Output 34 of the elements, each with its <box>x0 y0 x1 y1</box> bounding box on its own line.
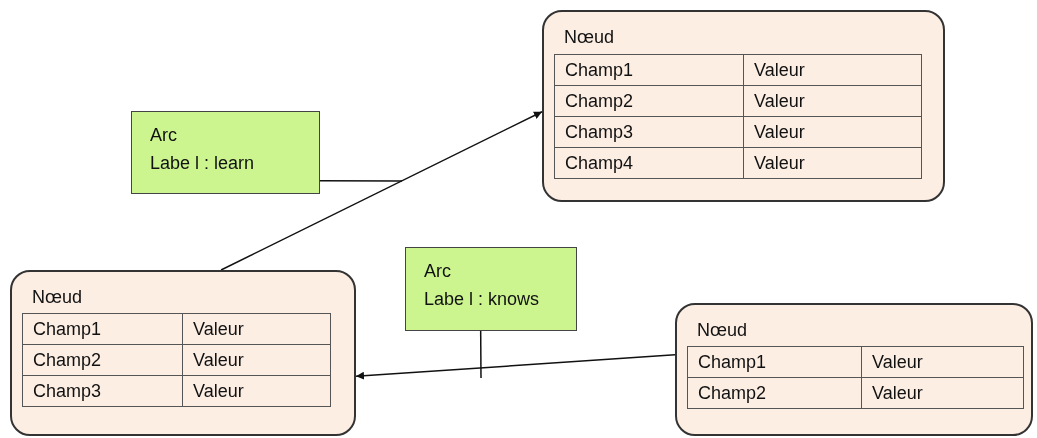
arc-label-box <box>405 247 577 331</box>
field-value: Valeur <box>743 54 922 86</box>
field-value: Valeur <box>182 375 331 407</box>
arc-label: Labe l : learn <box>150 152 255 174</box>
field-value: Valeur <box>861 377 1024 409</box>
field-name: Champ4 <box>554 147 744 179</box>
node-title: Nœud <box>697 319 747 341</box>
node-title: Nœud <box>32 286 82 308</box>
arrow <box>220 111 543 271</box>
node-card <box>10 270 356 436</box>
field-name: Champ1 <box>687 346 862 378</box>
field-value: Valeur <box>743 147 922 179</box>
field-name: Champ2 <box>687 377 862 409</box>
node-title: Nœud <box>564 26 614 48</box>
field-name: Champ3 <box>554 116 744 148</box>
arc-title: Arc <box>150 124 177 146</box>
arrow <box>355 354 676 380</box>
field-name: Champ2 <box>554 85 744 117</box>
field-value: Valeur <box>743 116 922 148</box>
node-card <box>675 303 1033 436</box>
leader-line <box>479 330 482 379</box>
field-value: Valeur <box>182 344 331 376</box>
field-name: Champ1 <box>22 313 183 345</box>
leader-line <box>319 179 403 182</box>
arc-title: Arc <box>424 260 451 282</box>
arc-label: Labe l : knows <box>424 288 540 310</box>
field-value: Valeur <box>182 313 331 345</box>
field-name: Champ2 <box>22 344 183 376</box>
field-name: Champ3 <box>22 375 183 407</box>
node-card <box>542 10 945 202</box>
field-value: Valeur <box>861 346 1024 378</box>
arc-label-box <box>131 111 320 194</box>
field-name: Champ1 <box>554 54 744 86</box>
field-value: Valeur <box>743 85 922 117</box>
